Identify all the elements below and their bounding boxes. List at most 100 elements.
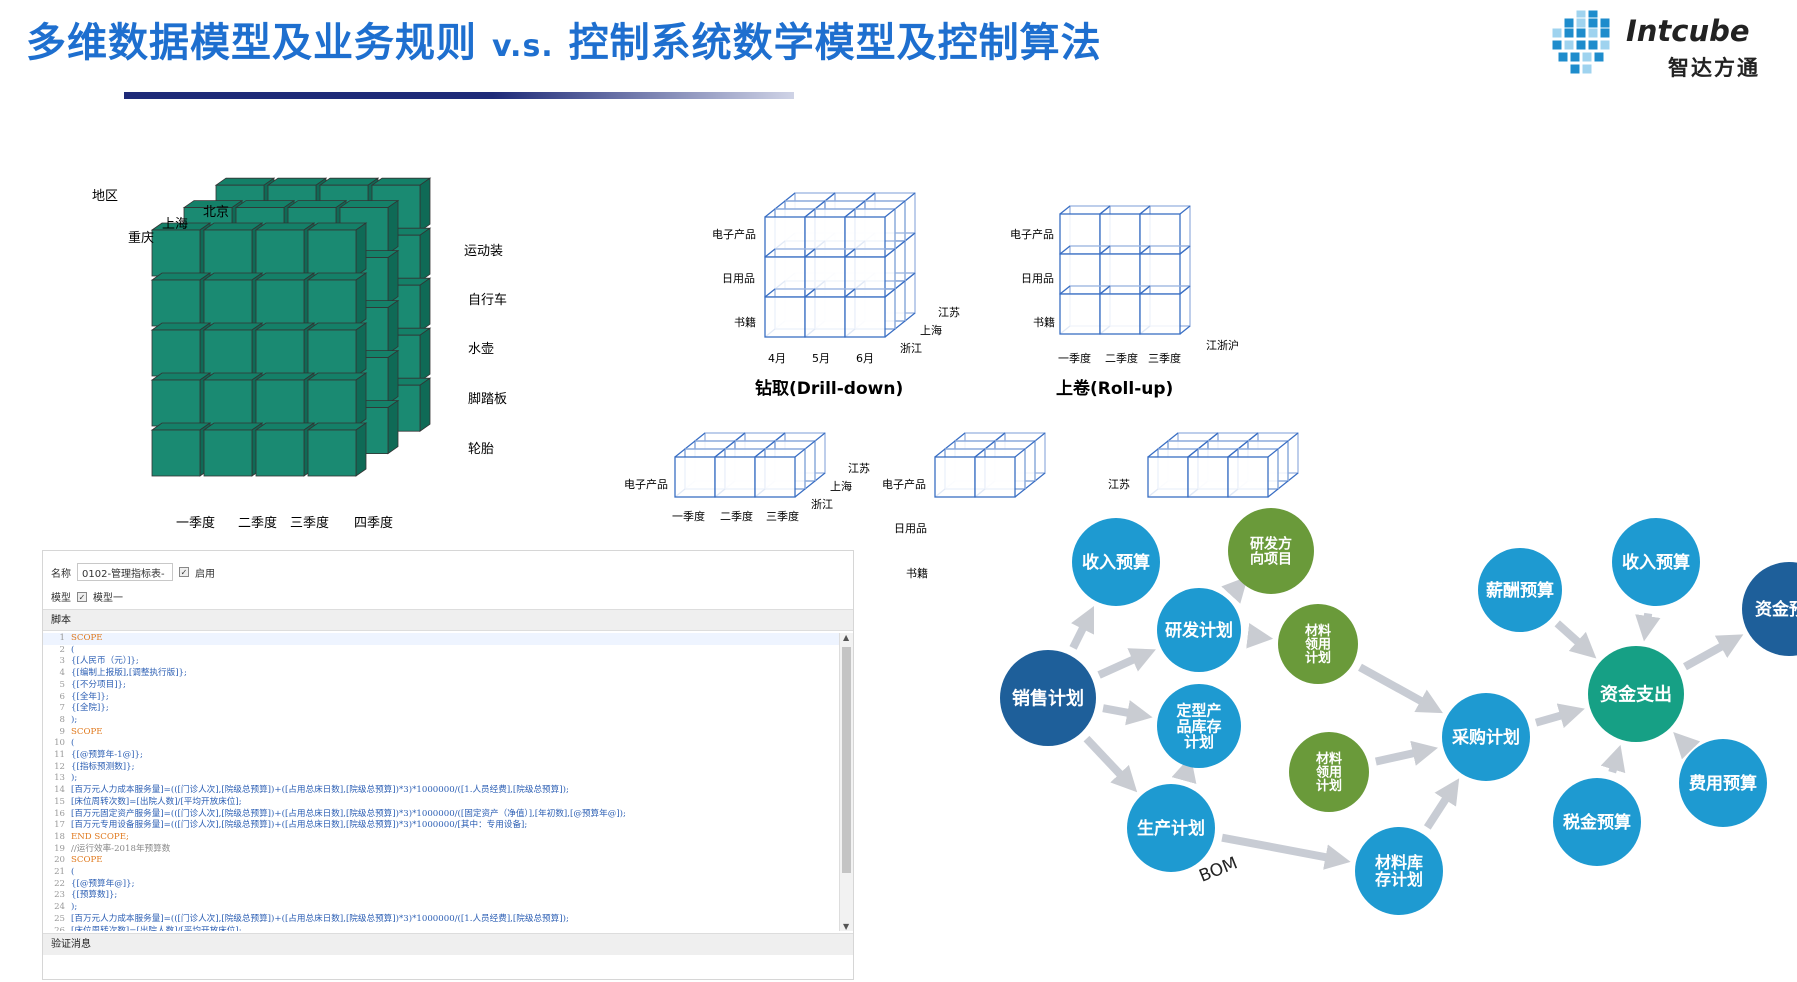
logo-cube-cell bbox=[1587, 17, 1599, 29]
line-text: {[编制上报版],[调整执行版]}; bbox=[71, 668, 187, 679]
logo-cube-cell bbox=[1563, 17, 1575, 29]
flow-node-label: 计划 bbox=[1316, 778, 1342, 794]
roll-row-1: 日用品 bbox=[1021, 272, 1054, 285]
code-line: 16[百万元固定资产服务量]=(([门诊人次],[院级总预算])+([占用总床日… bbox=[43, 809, 839, 821]
line-text: ( bbox=[71, 738, 75, 749]
flow-node-label: 领用 bbox=[1316, 765, 1342, 781]
line-number: 18 bbox=[54, 831, 65, 842]
flow-arrow-salary-spend bbox=[1554, 620, 1597, 659]
flow-node-salary: 薪酬预算 bbox=[1478, 548, 1562, 632]
flow-arrow-purchase-spend bbox=[1534, 703, 1585, 729]
flow-node-label: 存计划 bbox=[1375, 870, 1423, 889]
region-label-2: 北京 bbox=[203, 205, 229, 220]
region-label-0: 重庆 bbox=[128, 230, 154, 246]
cube-cell bbox=[306, 272, 368, 327]
flow-arrow-mat_stock-purchase bbox=[1423, 778, 1460, 830]
logo-cube-cell bbox=[1599, 17, 1611, 29]
logo-cube-cell bbox=[1599, 27, 1611, 39]
flow-arrow-spend-cash_budget bbox=[1683, 634, 1744, 671]
line-text: [百万元固定资产服务量]=(([门诊人次],[院级总预算])+([占用总床日数]… bbox=[71, 808, 626, 819]
enable-checkbox[interactable]: ✓ bbox=[179, 567, 189, 577]
line-text: ); bbox=[71, 773, 78, 784]
roll-quarter-1: 二季度 bbox=[1105, 351, 1138, 365]
flow-node-label: 材料 bbox=[1305, 623, 1331, 639]
logo-cube-cell bbox=[1581, 63, 1593, 75]
flow-node-label: 生产计划 bbox=[1137, 818, 1205, 839]
logo-cube-icon bbox=[1551, 9, 1611, 75]
bom-label: BOM bbox=[1196, 853, 1240, 886]
line-number: 17 bbox=[54, 820, 65, 831]
code-line: 15[床位周转次数]=[出院人数]/[平均开放床位]; bbox=[43, 797, 839, 809]
flow-svg: 销售计划收入预算研发方向项目研发计划材料领用计划定型产品库存计划材料领用计划生产… bbox=[1000, 508, 1797, 915]
logo-cube-cell bbox=[1575, 27, 1587, 39]
vertical-scrollbar[interactable]: ▲ ▼ bbox=[839, 633, 853, 931]
name-input[interactable] bbox=[77, 563, 173, 581]
model-label: 模型 bbox=[51, 593, 71, 604]
olap-cell bbox=[714, 448, 766, 498]
cube-cell bbox=[150, 272, 212, 327]
code-line: 12{[指标预测数]}; bbox=[43, 762, 839, 774]
flow-node-label: 研发方 bbox=[1250, 536, 1292, 553]
roll-quarter-0: 一季度 bbox=[1058, 351, 1091, 365]
logo-cube-cell bbox=[1581, 51, 1593, 63]
line-text: [百万元人力成本服务量]=(([门诊人次],[院级总预算])+([占用总床日数]… bbox=[71, 913, 569, 924]
line-number: 19 bbox=[54, 843, 65, 854]
model-checkbox[interactable]: ✓ bbox=[77, 591, 87, 602]
line-number: 26 bbox=[54, 925, 65, 931]
flow-node-label: 向项目 bbox=[1250, 550, 1292, 567]
code-line: 25 [百万元人力成本服务量]=(([门诊人次],[院级总预算])+([占用总床日… bbox=[43, 914, 839, 926]
cube-cell bbox=[254, 372, 316, 427]
scroll-up-icon[interactable]: ▲ bbox=[843, 633, 850, 642]
line-text: [床位周转次数]=[出院人数]/[平均开放床位]; bbox=[71, 925, 242, 931]
line-text: [床位周转次数]=[出院人数]/[平均开放床位]; bbox=[71, 796, 242, 807]
logo-cube-cell bbox=[1551, 39, 1563, 51]
olap-cell bbox=[804, 288, 856, 338]
logo-cube-cell bbox=[1575, 17, 1587, 29]
flow-node-label: 收入预算 bbox=[1082, 552, 1150, 573]
scroll-down-icon[interactable]: ▼ bbox=[843, 922, 850, 931]
line-number: 10 bbox=[54, 738, 65, 749]
flow-node-cash_budget: 资金预算 bbox=[1742, 562, 1797, 656]
code-line: 8); bbox=[43, 715, 839, 727]
scroll-thumb[interactable] bbox=[842, 647, 851, 873]
model-value: 模型一 bbox=[93, 593, 123, 604]
flow-node-label: 品库存 bbox=[1176, 717, 1221, 735]
logo-cube-cell bbox=[1599, 39, 1611, 51]
line-text: SCOPE bbox=[71, 633, 103, 643]
line-number: 25 bbox=[54, 913, 65, 924]
title-main: 多维数据模型及业务规则 bbox=[26, 20, 477, 66]
olap-cell bbox=[844, 248, 896, 298]
line-text: //运行效率-2018年预算数 bbox=[71, 843, 171, 854]
cube-cell bbox=[306, 422, 368, 477]
olap-cell bbox=[754, 448, 806, 498]
drill-month-0: 4月 bbox=[768, 352, 786, 365]
code-line: 7{[全院]}; bbox=[43, 703, 839, 715]
flow-arrow-sales-prod_plan bbox=[1083, 735, 1138, 793]
logo-cube-cell bbox=[1593, 51, 1605, 63]
olap-cell bbox=[1059, 245, 1111, 295]
flow-node-tax: 税金预算 bbox=[1553, 778, 1641, 866]
cube-cell bbox=[202, 372, 264, 427]
flow-node-label: 采购计划 bbox=[1451, 727, 1520, 748]
roll-region: 江浙沪 bbox=[1206, 338, 1239, 352]
cube-cell bbox=[150, 372, 212, 427]
flow-node-prod_plan: 生产计划 bbox=[1127, 784, 1215, 872]
line-text: {[不分项目]}; bbox=[71, 679, 126, 690]
line-number: 13 bbox=[54, 773, 65, 784]
roll-quarter-2: 三季度 bbox=[1148, 351, 1181, 365]
roll-row-0: 电子产品 bbox=[1010, 227, 1054, 241]
line-text: ( bbox=[71, 644, 75, 655]
flow-node-label: 资金预算 bbox=[1755, 599, 1797, 620]
cube-cell bbox=[254, 422, 316, 477]
line-number: 20 bbox=[54, 855, 65, 866]
title-underline bbox=[124, 92, 794, 99]
flow-arrow-rd_dir-rd_plan bbox=[1221, 576, 1249, 604]
flow-node-income1: 收入预算 bbox=[1072, 518, 1160, 606]
olap-cell bbox=[764, 248, 816, 298]
